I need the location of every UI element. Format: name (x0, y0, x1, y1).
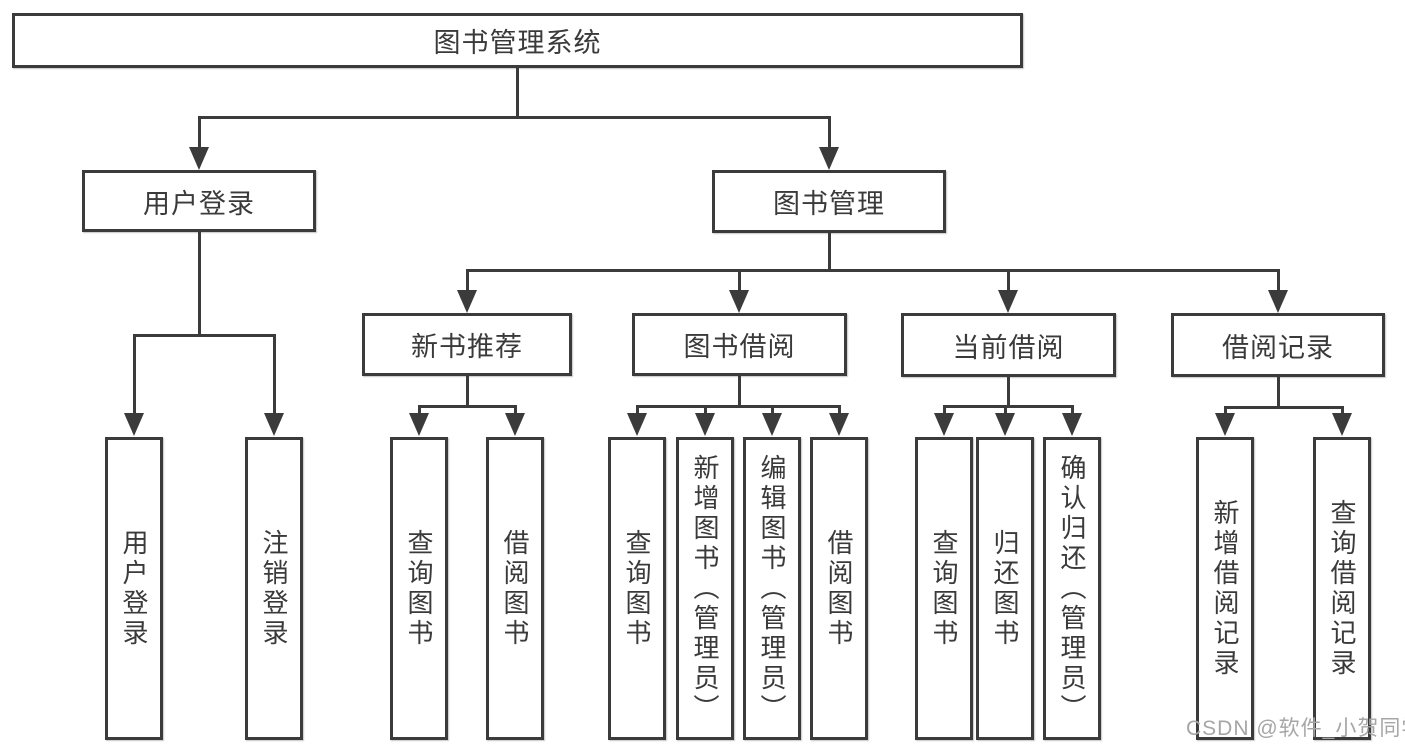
arrow-down-icon (1268, 290, 1288, 313)
connector-line (466, 269, 469, 293)
connector-line (636, 405, 841, 408)
node-root: 图书管理系统 (12, 13, 1023, 68)
arrow-down-icon (998, 290, 1018, 313)
node-leaf-records-query-borrow-record: 查询借阅记录 (1313, 437, 1371, 740)
connector-line (273, 334, 276, 416)
connector-line (516, 68, 519, 118)
node-leaf-current-confirm-return-admin: 确认归还（管理员） (1043, 437, 1101, 740)
node-leaf-user-login: 用户登录 (105, 437, 163, 740)
arrow-down-icon (1215, 413, 1235, 436)
node-book-management: 图书管理 (712, 170, 946, 233)
node-book-borrowing: 图书借阅 (632, 313, 847, 376)
connector-line (466, 269, 1280, 272)
connector-line (1224, 406, 1344, 409)
node-leaf-records-add-borrow-record: 新增借阅记录 (1196, 437, 1254, 740)
connector-line (133, 334, 276, 337)
arrow-down-icon (829, 413, 849, 436)
arrow-down-icon (189, 147, 209, 170)
connector-line (738, 269, 741, 293)
arrow-down-icon (1062, 413, 1082, 436)
connector-line (943, 405, 1074, 408)
node-leaf-current-query-books: 查询图书 (915, 437, 973, 740)
arrow-down-icon (264, 413, 284, 436)
connector-line (828, 116, 831, 150)
arrow-down-icon (729, 290, 749, 313)
connector-line (514, 405, 517, 416)
connector-line (828, 233, 831, 271)
connector-line (198, 116, 831, 119)
connector-line (133, 334, 136, 416)
connector-line (738, 376, 741, 407)
arrow-down-icon (627, 413, 647, 436)
connector-line (466, 376, 469, 407)
connector-line (198, 232, 201, 336)
arrow-down-icon (819, 147, 839, 170)
connector-line (1341, 406, 1344, 417)
connector-line (418, 405, 421, 416)
arrow-down-icon (505, 413, 525, 436)
arrow-down-icon (995, 413, 1015, 436)
connector-line (1007, 377, 1010, 407)
connector-line (771, 405, 774, 416)
arrow-down-icon (124, 413, 144, 436)
connector-line (636, 405, 639, 416)
node-leaf-borrowing-query-books: 查询图书 (608, 437, 666, 740)
arrow-down-icon (457, 290, 477, 313)
connector-line (1277, 269, 1280, 293)
connector-line (418, 405, 517, 408)
arrow-down-icon (695, 413, 715, 436)
node-leaf-borrowing-edit-books-admin: 编辑图书（管理员） (743, 437, 801, 740)
connector-line (704, 405, 707, 416)
node-current-borrowing: 当前借阅 (901, 313, 1116, 377)
node-leaf-current-return-books: 归还图书 (976, 437, 1034, 740)
watermark-text: CSDN @软件_小贺同学 (1186, 717, 1405, 740)
arrow-down-icon (762, 413, 782, 436)
connector-line (198, 116, 201, 150)
node-new-book-recommend: 新书推荐 (362, 313, 572, 376)
node-leaf-recommend-query-books: 查询图书 (390, 437, 448, 740)
arrow-down-icon (934, 413, 954, 436)
arrow-down-icon (409, 413, 429, 436)
node-user-login: 用户登录 (82, 170, 316, 232)
node-leaf-logout: 注销登录 (245, 437, 303, 740)
connector-line (838, 405, 841, 416)
connector-line (943, 405, 946, 416)
connector-line (1071, 405, 1074, 416)
node-borrow-records: 借阅记录 (1171, 313, 1385, 377)
arrow-down-icon (1332, 413, 1352, 436)
connector-line (1007, 269, 1010, 293)
connector-line (1004, 405, 1007, 416)
connector-line (1277, 377, 1280, 408)
node-leaf-borrowing-borrow-books: 借阅图书 (810, 437, 868, 740)
node-leaf-recommend-borrow-books: 借阅图书 (486, 437, 544, 740)
node-leaf-borrowing-add-books-admin: 新增图书（管理员） (676, 437, 734, 740)
connector-line (1224, 406, 1227, 417)
